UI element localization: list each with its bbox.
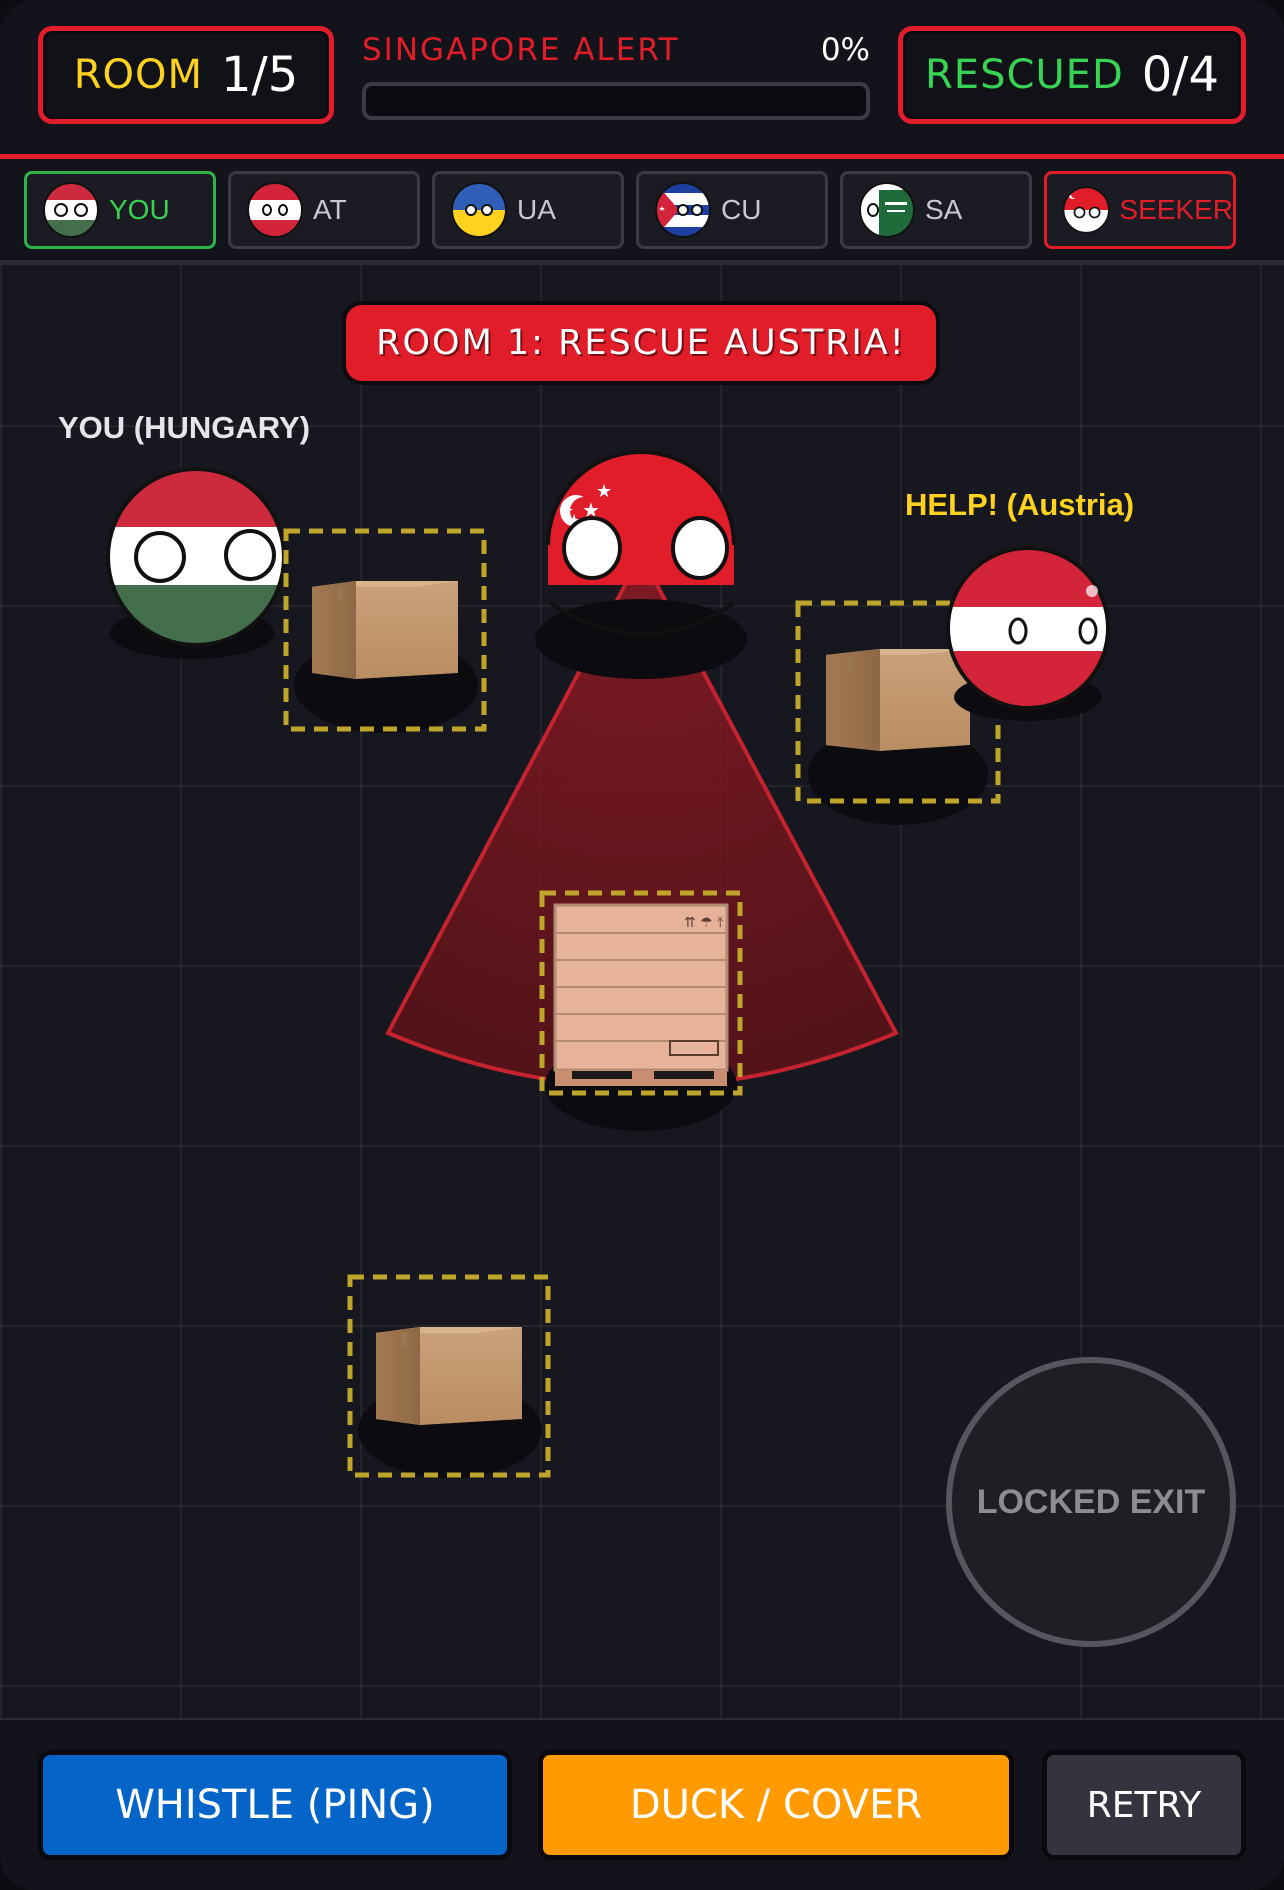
strip-divider — [0, 260, 1284, 265]
character-chip-label: SA — [925, 194, 963, 225]
character-chip-label: YOU — [109, 194, 170, 225]
saudi-arabia-ball-icon — [859, 182, 915, 238]
help-label: HELP! (Austria) — [905, 487, 1135, 522]
player-hungary-ball[interactable] — [100, 465, 300, 659]
alert-label: SINGAPORE ALERT — [362, 32, 680, 68]
duck-cover-button[interactable]: DUCK / COVER — [538, 1750, 1014, 1860]
rescued-value: 0/4 — [1141, 47, 1219, 103]
character-chip-seeker[interactable]: SEEKER — [1044, 171, 1236, 249]
room-counter: ROOM 1/5 — [38, 26, 334, 124]
retry-button[interactable]: RETRY — [1042, 1750, 1246, 1860]
ukraine-ball-icon — [451, 182, 507, 238]
svg-text:⇈ ☂ ⤒: ⇈ ☂ ⤒ — [684, 915, 723, 931]
exit-label: LOCKED EXIT — [976, 1482, 1206, 1521]
player-label: YOU (HUNGARY) — [58, 410, 311, 445]
seeker-singapore-ball: ★ ★ ★ ★ ★ — [535, 450, 747, 679]
controls-bar: WHISTLE (PING) DUCK / COVER RETRY — [0, 1720, 1284, 1890]
hiding-spot-crate[interactable]: ⇈ ☂ ⤒ — [539, 890, 743, 1131]
cuba-ball-icon — [655, 182, 711, 238]
play-field[interactable]: ★ ★ ★ ★ ★ — [0, 265, 1284, 1720]
rescued-label: RESCUED — [925, 52, 1124, 98]
character-chip-sa[interactable]: SA — [840, 171, 1032, 249]
austria-ball-icon — [247, 182, 303, 238]
hiding-spot-box-3[interactable] — [347, 1274, 551, 1478]
character-chip-at[interactable]: AT — [228, 171, 420, 249]
objective-banner: ROOM 1: RESCUE AUSTRIA! — [342, 301, 940, 385]
svg-text:★: ★ — [582, 498, 600, 522]
whistle-button[interactable]: WHISTLE (PING) — [38, 1750, 512, 1860]
character-chip-label: SEEKER — [1119, 194, 1233, 225]
hiding-spot-box-1[interactable] — [283, 528, 487, 733]
character-chip-label: CU — [721, 194, 762, 225]
hiding-spot-box-2[interactable] — [795, 600, 1001, 825]
character-strip: YOU AT UA — [0, 159, 1284, 265]
character-chip-cu[interactable]: CU — [636, 171, 828, 249]
scene-layer: ★ ★ ★ ★ ★ — [100, 450, 1120, 1478]
locked-exit[interactable]: LOCKED EXIT — [946, 1357, 1236, 1647]
alert-percent: 0% — [820, 32, 870, 68]
svg-text:★: ★ — [596, 481, 612, 502]
character-chip-you[interactable]: YOU — [24, 171, 216, 249]
character-chip-label: AT — [313, 194, 347, 225]
hungary-ball-icon — [43, 182, 99, 238]
character-chip-label: UA — [517, 194, 556, 225]
room-value: 1/5 — [221, 47, 299, 103]
hud-bar: ROOM 1/5 SINGAPORE ALERT 0% RESCUED 0/4 — [0, 0, 1284, 154]
room-label: ROOM — [73, 52, 204, 98]
svg-text:★: ★ — [558, 501, 574, 522]
alert-meter — [362, 82, 870, 120]
singapore-ball-icon — [1062, 186, 1110, 234]
character-chip-ua[interactable]: UA — [432, 171, 624, 249]
rescued-counter: RESCUED 0/4 — [898, 26, 1246, 124]
trapped-austria-ball[interactable] — [940, 545, 1120, 721]
hud-divider — [0, 154, 1284, 159]
